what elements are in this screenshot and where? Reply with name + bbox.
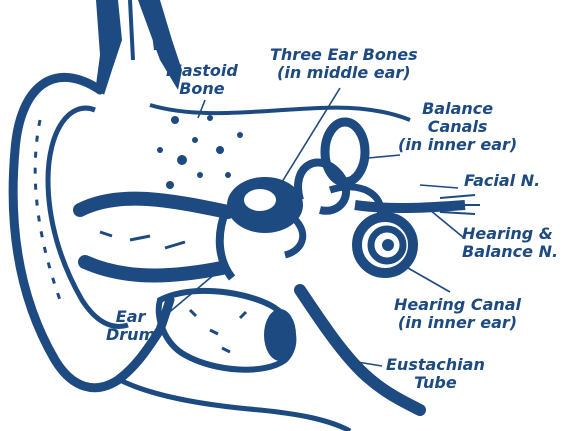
leader-hearing-canal (408, 268, 450, 292)
label-three-ear-bones: Three Ear Bones (in middle ear) (270, 46, 418, 82)
cochlea-core (382, 239, 394, 251)
label-mastoid-bone-line-1: Mastoid (166, 62, 238, 80)
leader-facial-n (420, 185, 458, 188)
ear-canal-texture (100, 232, 185, 248)
label-hearing-balance-n: Hearing & Balance N. (462, 225, 558, 261)
label-eustachian-tube-line-2: Tube (386, 374, 485, 392)
label-hearing-canal-line-2: (in inner ear) (394, 314, 521, 332)
label-mastoid-bone: Mastoid Bone (166, 62, 238, 98)
leader-balance-canals (368, 155, 400, 158)
label-balance-canals-line-2: Canals (398, 118, 517, 136)
label-facial-n-line-1: Facial N. (464, 172, 540, 190)
lower-tissue (120, 380, 350, 431)
label-hearing-canal: Hearing Canal (in inner ear) (394, 296, 521, 332)
balance-canal-loop-1 (325, 122, 365, 182)
label-ear-drum: Ear Drum (106, 308, 155, 344)
label-hearing-balance-n-line-1: Hearing & (462, 225, 558, 243)
ossicles-highlight (244, 189, 276, 211)
label-hearing-balance-n-line-2: Balance N. (462, 243, 558, 261)
mastoid-edge (150, 105, 410, 120)
label-ear-drum-line-1: Ear (106, 308, 155, 326)
label-three-ear-bones-line-1: Three Ear Bones (270, 46, 418, 64)
label-ear-drum-line-2: Drum (106, 326, 155, 344)
label-balance-canals: Balance Canals (in inner ear) (398, 100, 517, 154)
label-eustachian-tube: Eustachian Tube (386, 356, 485, 392)
round-window (264, 309, 296, 361)
label-balance-canals-line-3: (in inner ear) (398, 136, 517, 154)
label-mastoid-bone-line-2: Bone (166, 80, 238, 98)
label-balance-canals-line-1: Balance (398, 100, 517, 118)
ear-canal-upper (80, 199, 228, 212)
pinna-inner-fold (48, 108, 128, 326)
cavity-speckles (190, 310, 246, 352)
skull-tissue (96, 0, 122, 95)
leader-hearing-balance-n (430, 210, 464, 238)
label-three-ear-bones-line-2: (in middle ear) (270, 64, 418, 82)
ear-canal-lower (85, 262, 222, 276)
label-hearing-canal-line-1: Hearing Canal (394, 296, 521, 314)
label-facial-n: Facial N. (464, 172, 540, 190)
label-eustachian-tube-line-1: Eustachian (386, 356, 485, 374)
mastoid-speckles (157, 115, 243, 189)
leader-mastoid (198, 100, 205, 118)
